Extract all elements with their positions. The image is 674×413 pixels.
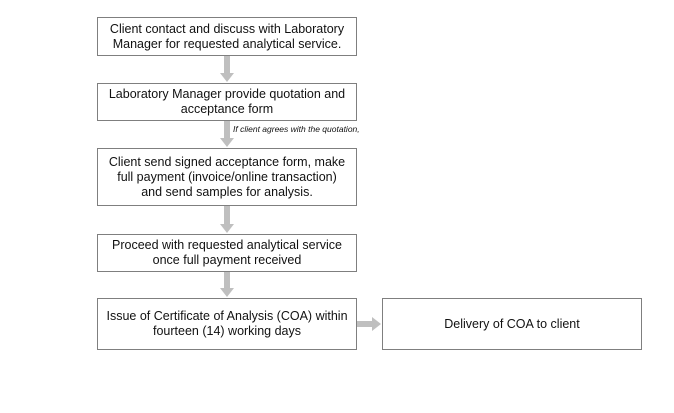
arrow-step3-to-step4 (220, 206, 234, 233)
arrow-step4-to-step5 (220, 272, 234, 297)
step-proceed-service: Proceed with requested analytical servic… (97, 234, 357, 272)
condition-note: If client agrees with the quotation, (233, 124, 360, 134)
step-text-line: Client contact and discuss with Laborato… (109, 21, 345, 36)
step-text-line: Proceed with requested analytical servic… (112, 238, 342, 252)
step-client-contact: Client contact and discuss with Laborato… (97, 17, 357, 56)
step-issue-coa: Issue of Certificate of Analysis (COA) w… (97, 298, 357, 350)
step-text-line: Issue of Certificate of Analysis (COA) w… (106, 309, 348, 323)
arrow-step1-to-step2 (220, 56, 234, 82)
step-text-line: Laboratory Manager provide quotation and (108, 87, 346, 101)
arrow-step2-to-step3 (220, 121, 234, 147)
step-text-line: fourteen (14) working days (153, 324, 301, 338)
step-text-line: Manager for requested analytical service… (112, 36, 342, 51)
step-text-line: Client send signed acceptance form, make (108, 154, 346, 169)
step-text-line: acceptance form (180, 102, 274, 116)
step-delivery-coa: Delivery of COA to client (382, 298, 642, 350)
step-signed-acceptance: Client send signed acceptance form, make… (97, 148, 357, 206)
arrow-step5-to-step6 (357, 317, 381, 331)
step-text-line: full payment (invoice/online transaction… (117, 169, 337, 184)
step-text-line: once full payment received (152, 253, 302, 267)
step-quotation: Laboratory Manager provide quotation and… (97, 83, 357, 121)
step-text-line: Delivery of COA to client (444, 316, 580, 331)
step-text-line: and send samples for analysis. (141, 184, 313, 199)
